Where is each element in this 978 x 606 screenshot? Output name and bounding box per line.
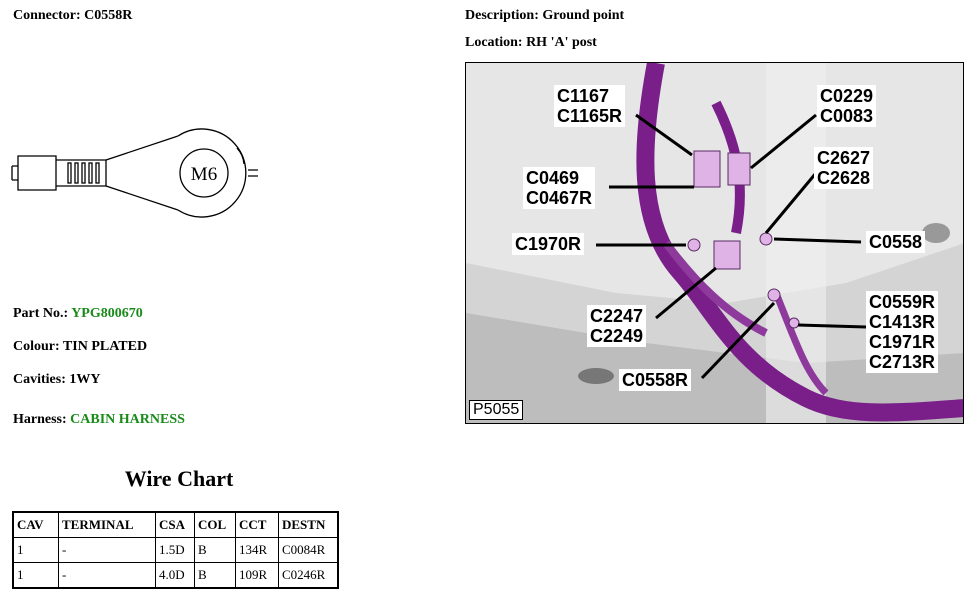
callout-line: C0229 — [820, 86, 874, 106]
callout-line: C0083 — [820, 106, 874, 126]
cell-terminal: - — [58, 562, 156, 589]
harness-label: Harness: — [13, 412, 67, 427]
connector-field: Connector: C0558R — [13, 8, 132, 24]
connector-label: Connector: — [13, 8, 81, 23]
cavities-value: 1WY — [69, 372, 101, 387]
callout-c2247: C2247 C2249 — [587, 305, 647, 347]
callout-c0558r: C0558R — [619, 369, 692, 391]
ring-terminal-drawing: M6 — [11, 128, 258, 218]
cell-cav: 1 — [12, 537, 59, 563]
callout-line: C1971R — [869, 332, 936, 352]
callout-line: C2627 — [817, 148, 871, 168]
image-id: P5055 — [469, 400, 524, 420]
part-no-field: Part No.: YPG800670 — [13, 306, 143, 322]
connector-value: C0558R — [84, 8, 133, 23]
table-header-row: CAV TERMINAL CSA COL CCT DESTN — [12, 511, 339, 538]
description-field: Description: Ground point — [465, 8, 624, 24]
table-row: 1 - 4.0D B 109R C0246R — [12, 562, 339, 589]
wire-chart-title: Wire Chart — [124, 466, 234, 491]
colour-field: Colour: TIN PLATED — [13, 339, 147, 355]
callout-c0558: C0558 — [866, 231, 926, 253]
header-col: COL — [194, 511, 236, 538]
table-row: 1 - 1.5D B 134R C0084R — [12, 537, 339, 563]
cavities-label: Cavities: — [13, 372, 66, 387]
location-photo: C1167 C1165R C0229 C0083 C2627 C2628 C04… — [465, 62, 964, 424]
harness-field: Harness: CABIN HARNESS — [13, 412, 185, 428]
part-no-label: Part No.: — [13, 306, 69, 321]
callout-line: C1413R — [869, 312, 936, 332]
cell-cct: 109R — [235, 562, 279, 589]
callout-c2627: C2627 C2628 — [814, 147, 874, 189]
callout-line: C1970R — [515, 234, 582, 254]
location-value: RH 'A' post — [526, 35, 597, 50]
description-label: Description: — [465, 8, 539, 23]
callout-line: C2628 — [817, 168, 871, 188]
harness-value: CABIN HARNESS — [70, 412, 185, 427]
callout-c1970r: C1970R — [512, 233, 585, 255]
header-destn: DESTN — [278, 511, 339, 538]
header-terminal: TERMINAL — [58, 511, 156, 538]
cell-col: B — [194, 537, 236, 563]
cell-cct: 134R — [235, 537, 279, 563]
header-cav: CAV — [12, 511, 59, 538]
callout-line: C0467R — [526, 188, 593, 208]
callout-c1167: C1167 C1165R — [554, 85, 626, 127]
cavities-field: Cavities: 1WY — [13, 372, 101, 388]
callout-line: C0469 — [526, 168, 580, 188]
callout-c0559r: C0559R C1413R C1971R C2713R — [866, 291, 939, 373]
header-csa: CSA — [155, 511, 195, 538]
callout-line: C2713R — [869, 352, 936, 372]
cell-csa: 4.0D — [155, 562, 195, 589]
header-cct: CCT — [235, 511, 279, 538]
callout-line: C2247 — [590, 306, 644, 326]
callout-c0229: C0229 C0083 — [817, 85, 877, 127]
callout-c0469: C0469 C0467R — [523, 167, 596, 209]
cell-destn: C0246R — [278, 562, 339, 589]
callout-line: C0559R — [869, 292, 936, 312]
callout-line: C2249 — [590, 326, 644, 346]
callout-line: C1165R — [557, 106, 623, 126]
part-no-value: YPG800670 — [71, 306, 143, 321]
callout-line: C1167 — [557, 86, 610, 106]
cell-destn: C0084R — [278, 537, 339, 563]
callout-line: C0558R — [622, 370, 689, 390]
location-field: Location: RH 'A' post — [465, 35, 597, 51]
colour-value: TIN PLATED — [62, 339, 148, 354]
wire-chart-table: CAV TERMINAL CSA COL CCT DESTN 1 - 1.5D … — [12, 511, 339, 589]
cell-cav: 1 — [12, 562, 59, 589]
cell-csa: 1.5D — [155, 537, 195, 563]
location-label: Location: — [465, 35, 523, 50]
colour-label: Colour: — [13, 339, 60, 354]
cell-terminal: - — [58, 537, 156, 563]
description-value: Ground point — [542, 8, 625, 23]
cell-col: B — [194, 562, 236, 589]
stud-size-label: M6 — [191, 164, 217, 185]
callout-line: C0558 — [869, 232, 923, 252]
